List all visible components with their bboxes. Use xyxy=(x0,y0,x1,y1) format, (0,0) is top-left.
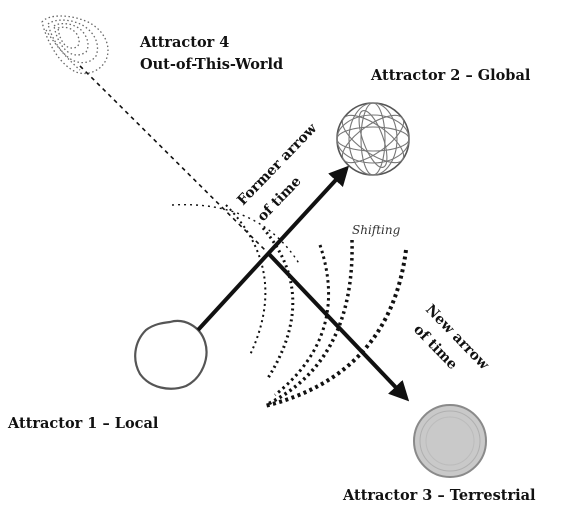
attractor-4-label-line1: Attractor 4 xyxy=(139,34,229,51)
attractor-4-dashed-line xyxy=(79,65,271,256)
attractor-1-shape xyxy=(134,319,208,390)
attractor-2-label: Attractor 2 – Global xyxy=(370,67,531,84)
attractor-4-label-line2: Out-of-This-World xyxy=(140,56,283,73)
shifting-label: Shifting xyxy=(352,223,401,237)
attractor-4-shape xyxy=(41,15,109,75)
attractor-2-globe xyxy=(336,102,410,176)
attractor-3-label: Attractor 3 – Terrestrial xyxy=(342,487,536,504)
attractor-3-sphere xyxy=(413,404,487,478)
new-arrow-of-time xyxy=(266,251,410,402)
attractor-1-label: Attractor 1 – Local xyxy=(7,415,159,432)
former-arrow-of-time xyxy=(196,165,350,332)
